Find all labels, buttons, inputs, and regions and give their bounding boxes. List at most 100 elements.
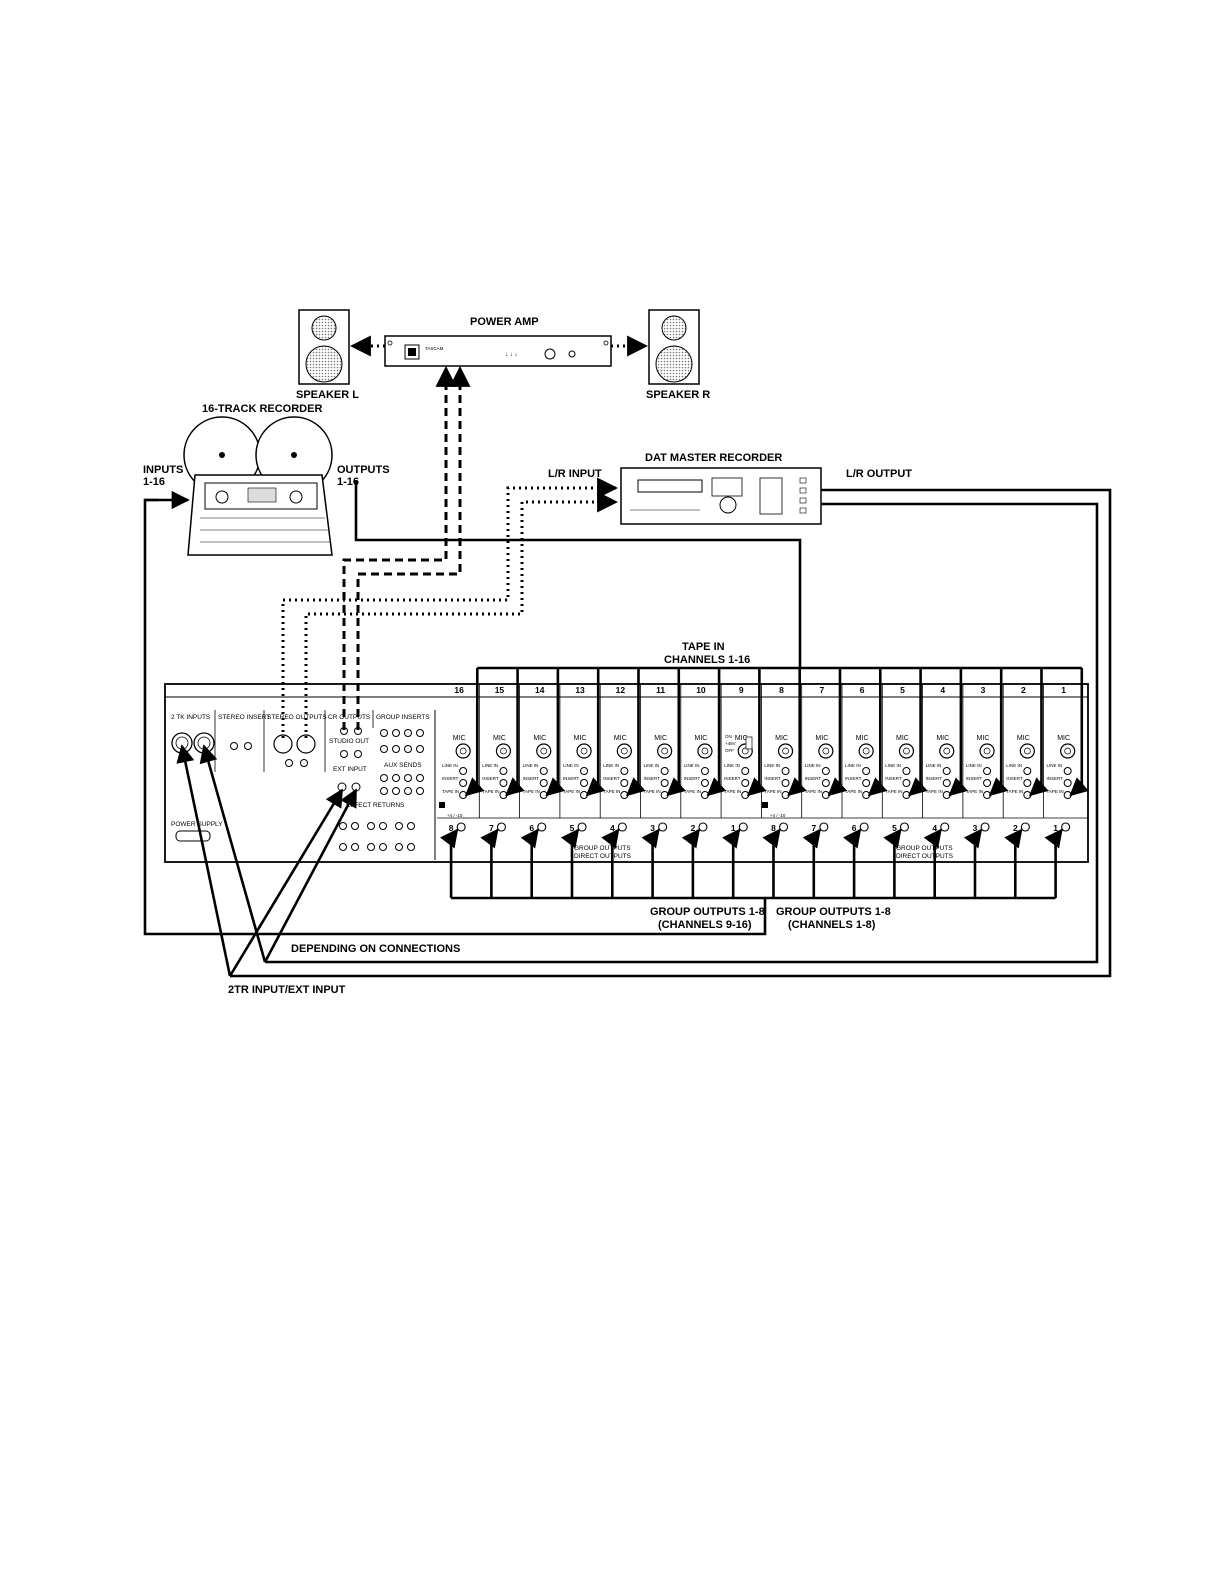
tape-in-feed bbox=[827, 668, 848, 797]
line-in-jack bbox=[620, 767, 629, 775]
insert-label: INSERT bbox=[724, 776, 741, 781]
cable-2tr-l bbox=[176, 744, 232, 977]
insert-label: INSERT bbox=[684, 776, 701, 781]
mic-label: MIC bbox=[453, 735, 466, 742]
tape-in-jack bbox=[741, 791, 750, 799]
group-out-feed bbox=[1004, 828, 1023, 898]
tape-in-jack-label: TAPE IN bbox=[442, 789, 459, 794]
tape-in-feed bbox=[908, 668, 928, 797]
tape-in-jack bbox=[499, 791, 508, 799]
group-inserts-label: GROUP INSERTS bbox=[376, 714, 430, 721]
line-in-jack bbox=[983, 767, 992, 775]
tape-in-feed bbox=[1028, 668, 1049, 797]
cable-cr-out-r bbox=[356, 365, 471, 730]
mic-label: MIC bbox=[896, 735, 909, 742]
group-out-number: 4 bbox=[932, 823, 937, 833]
line-in-label: LINE IN bbox=[724, 763, 740, 768]
bus-cables bbox=[440, 666, 1089, 900]
group-out-feed bbox=[681, 828, 701, 898]
tape-in-jack bbox=[942, 791, 951, 799]
line-in-label: LINE IN bbox=[926, 763, 942, 768]
mic-label: MIC bbox=[533, 735, 546, 742]
group-out-number: 8 bbox=[771, 823, 776, 833]
line-in-label: LINE IN bbox=[805, 763, 821, 768]
line-in-jack bbox=[700, 767, 709, 775]
group-out-jack bbox=[1020, 822, 1030, 832]
tape-in-feed bbox=[585, 668, 606, 797]
group-out-jack bbox=[456, 822, 466, 832]
tape-in-jack-label: TAPE IN bbox=[563, 789, 580, 794]
tape-in-channels: CHANNELS 1-16 bbox=[664, 654, 750, 666]
line-in-jack bbox=[781, 767, 790, 775]
line-in-label: LINE IN bbox=[1047, 763, 1063, 768]
cables-monitor bbox=[342, 365, 471, 730]
recorder-16-label: 16-TRACK RECORDER bbox=[202, 403, 322, 415]
group-out-jack bbox=[899, 822, 910, 832]
mic-label: MIC bbox=[1057, 735, 1070, 742]
cable-recorder-outputs bbox=[354, 480, 802, 668]
tape-in-jack-label: TAPE IN bbox=[644, 789, 661, 794]
tape-in-jack-label: TAPE IN bbox=[1047, 789, 1064, 794]
inputs-label: INPUTS bbox=[143, 464, 183, 476]
dat-recorder bbox=[620, 467, 822, 525]
group-out-number: 7 bbox=[811, 823, 816, 833]
mic-label: MIC bbox=[735, 735, 748, 742]
tape-in-jack-label: TAPE IN bbox=[482, 789, 499, 794]
group-out-number: 2 bbox=[1013, 823, 1018, 833]
group-out-feed bbox=[480, 828, 499, 898]
insert-label: INSERT bbox=[845, 776, 862, 781]
mixer-master-section: 2 TK INPUTS STEREO INSERT STEREO OUTPUTS… bbox=[171, 710, 436, 860]
speaker-left bbox=[298, 309, 350, 385]
line-in-label: LINE IN bbox=[523, 763, 539, 768]
group-direct-b-2: DIRECT OUTPUTS bbox=[896, 853, 954, 860]
line-in-label: LINE IN bbox=[845, 763, 861, 768]
line-in-jack bbox=[902, 767, 911, 775]
insert-jack bbox=[700, 779, 709, 787]
outputs-label: OUTPUTS bbox=[337, 464, 390, 476]
line-in-jack bbox=[499, 767, 508, 775]
cable-dat-out-l bbox=[230, 488, 1112, 978]
line-in-jack bbox=[660, 767, 669, 775]
insert-label: INSERT bbox=[805, 776, 822, 781]
insert-jack bbox=[942, 779, 951, 787]
tape-in-feed bbox=[867, 668, 888, 797]
group-out-jack bbox=[617, 822, 627, 832]
tape-in-jack-label: TAPE IN bbox=[764, 789, 781, 794]
group-out-jack bbox=[778, 822, 789, 832]
group-out-jack bbox=[940, 822, 950, 832]
line-in-label: LINE IN bbox=[684, 763, 700, 768]
line-in-jack bbox=[580, 767, 589, 775]
speaker-l-label: SPEAKER L bbox=[296, 389, 359, 401]
line-in-jack bbox=[741, 767, 750, 775]
insert-label: INSERT bbox=[1006, 776, 1023, 781]
line-in-label: LINE IN bbox=[603, 763, 619, 768]
tape-in-jack bbox=[781, 791, 790, 799]
group-out-feed bbox=[601, 828, 620, 898]
channel-number: 15 bbox=[495, 685, 505, 695]
channel-number: 5 bbox=[900, 685, 905, 695]
group-out-jack bbox=[537, 822, 547, 832]
mic-label: MIC bbox=[977, 735, 990, 742]
tape-in-jack bbox=[821, 791, 830, 799]
insert-jack bbox=[1063, 779, 1072, 787]
depending-label: DEPENDING ON CONNECTIONS bbox=[291, 943, 460, 955]
mic-label: MIC bbox=[614, 735, 627, 742]
line-in-label: LINE IN bbox=[1006, 763, 1022, 768]
mic-label: MIC bbox=[574, 735, 587, 742]
stereo-outputs-label: STEREO OUTPUTS bbox=[267, 714, 327, 721]
cables-stereo bbox=[281, 477, 619, 738]
group-out-number: 5 bbox=[570, 823, 575, 833]
channel-number: 9 bbox=[739, 685, 744, 695]
channel-number: 13 bbox=[575, 685, 585, 695]
tape-in-jack bbox=[1063, 791, 1072, 799]
line-in-jack bbox=[1063, 767, 1072, 775]
power-amp-label: POWER AMP bbox=[470, 316, 539, 328]
mic-label: MIC bbox=[856, 735, 869, 742]
svg-text:↓ ↓ ↓: ↓ ↓ ↓ bbox=[505, 352, 517, 358]
line-in-jack bbox=[862, 767, 871, 775]
group-out-number: 1 bbox=[1053, 823, 1058, 833]
tape-in-feed bbox=[988, 668, 1009, 797]
insert-label: INSERT bbox=[563, 776, 580, 781]
ext-input-label: EXT INPUT bbox=[333, 766, 367, 773]
